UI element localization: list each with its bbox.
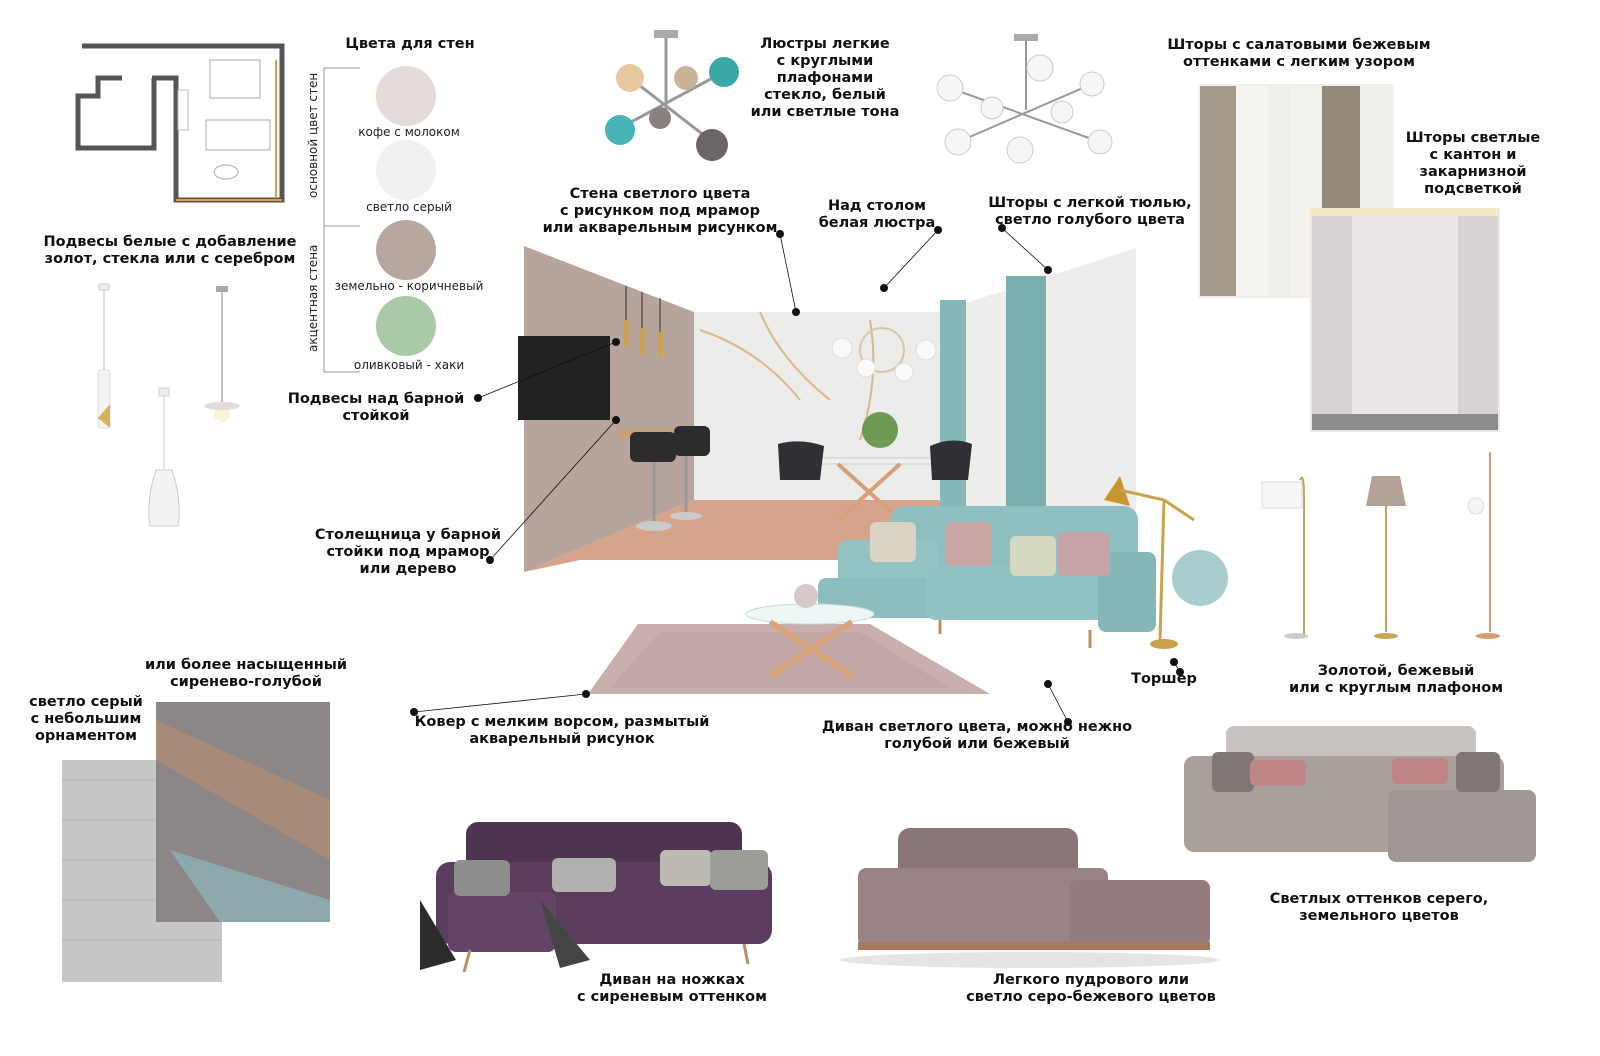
swatch-label: светло серый <box>366 200 452 214</box>
label-chandeliers: Люстры легкие с круглыми плафонами стекл… <box>750 36 900 120</box>
label-curtains-green: Шторы с салатовыми бежевым оттенками с л… <box>1167 37 1431 70</box>
label-bar-counter: Столещница у барной стойки под мрамор ил… <box>314 527 502 577</box>
curtains-light-illustration <box>1310 208 1500 432</box>
main-wall-color-label: основной цвет стен <box>306 72 320 198</box>
pendants-white-illustration <box>97 283 240 527</box>
sofa-gray-illustration <box>1184 726 1536 862</box>
wall-colors-bracket <box>323 67 360 373</box>
label-sofa-lilac: Диван на ножках с сиреневым оттенком <box>577 972 767 1005</box>
swatch-coffee-milk <box>376 66 436 126</box>
label-sofa-powder: Легкого пудрового или светло серо-бежево… <box>966 972 1216 1005</box>
swatch-earth-brown <box>376 220 436 280</box>
label-curtains-light: Шторы светлые с кантон и закарнизной под… <box>1405 130 1541 197</box>
accent-wall-label: акцентная стена <box>306 244 320 352</box>
accent-color-circle <box>1172 550 1228 606</box>
sofa-lilac-illustration <box>420 822 772 973</box>
lamps-options-illustration <box>1261 452 1500 639</box>
sofa-light-illustration <box>818 506 1156 648</box>
swatch-light-gray <box>376 140 436 200</box>
swatch-olive-khaki <box>376 296 436 356</box>
floor-plan <box>75 43 285 204</box>
label-table-chandelier: Над столом белая люстра <box>818 198 936 231</box>
label-lamp-colors: Золотой, бежевый или с круглым плафоном <box>1288 663 1504 696</box>
chandelier-colored-illustration <box>605 30 739 161</box>
coffee-table-illustration <box>745 584 875 679</box>
sofa-powder-illustration <box>840 828 1220 968</box>
swatch-label: оливковый - хаки <box>353 358 465 372</box>
leader-lines <box>413 227 1181 723</box>
chandelier-glass-illustration <box>936 34 1113 164</box>
swatch-label: кофе с молоком <box>358 125 460 139</box>
label-sofa-gray: Светлых оттенков серего, земельного цвет… <box>1269 891 1489 924</box>
label-pendants-white: Подвесы белые с добавление золот, стекла… <box>43 234 297 267</box>
floor-lamp-illustration <box>1104 476 1195 649</box>
swatch-label: земельно - коричневый <box>334 279 484 293</box>
label-rug-saturated: или более насыщенный сиренево-голубой <box>144 657 348 690</box>
label-marble-wall: Стена светлого цвета с рисунком под мрам… <box>542 186 778 236</box>
rug-illustration <box>588 624 990 694</box>
wall-colors-title: Цвета для стен <box>345 36 475 52</box>
label-sofa-light: Диван светлого цвета, можно нежно голубо… <box>821 719 1133 752</box>
leader-dots <box>410 224 1184 726</box>
label-floor-lamp: Торшер <box>1131 671 1197 687</box>
label-bar-pendants: Подвесы над барной стойкой <box>287 391 465 424</box>
label-curtains-tulle: Шторы с легкой тюлью, светло голубого цв… <box>988 195 1192 228</box>
label-rug-gray: светло серый с небольшим орнаментом <box>29 694 143 744</box>
rug-samples-illustration <box>62 702 330 982</box>
label-rug: Ковер с мелким ворсом, размытый акварель… <box>414 714 710 747</box>
